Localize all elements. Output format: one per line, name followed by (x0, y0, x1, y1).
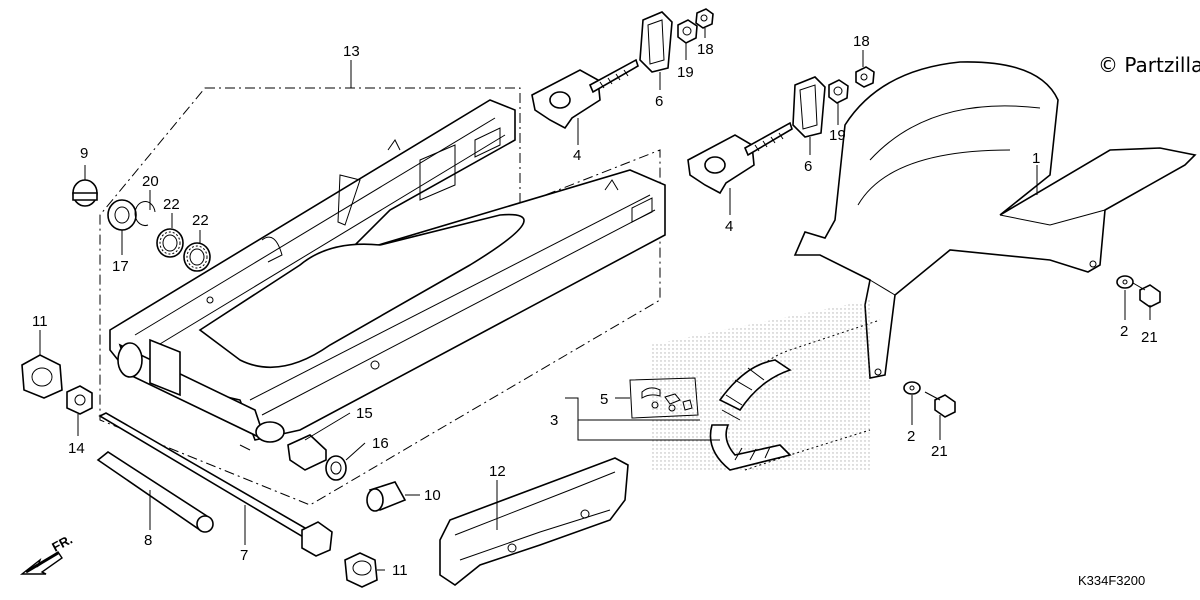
callout-14: 14 (68, 440, 85, 457)
callout-1: 1 (1032, 150, 1040, 167)
chain-slider[interactable] (439, 457, 629, 586)
bolt-upper[interactable] (1132, 282, 1161, 308)
snap-ring-20[interactable] (134, 201, 156, 226)
dust-seal-17[interactable] (107, 199, 137, 231)
callout-13: 13 (343, 43, 360, 60)
callout-11a: 11 (32, 313, 48, 330)
adjuster-plate-right[interactable] (792, 76, 826, 138)
callout-8: 8 (144, 532, 152, 549)
callout-2b: 2 (907, 428, 915, 445)
callout-2a: 2 (1120, 323, 1128, 340)
callout-22b: 22 (192, 212, 209, 229)
pivot-bushing-10[interactable] (366, 481, 407, 512)
callout-21a: 21 (1141, 329, 1158, 346)
callout-9: 9 (80, 145, 88, 162)
callout-6a: 6 (655, 93, 663, 110)
callout-21b: 21 (931, 443, 948, 460)
pivot-bolt-7[interactable] (98, 412, 333, 557)
callout-20: 20 (142, 173, 159, 190)
chain-adjuster-right[interactable] (687, 121, 793, 195)
pivot-cap-11-left[interactable] (21, 354, 63, 399)
lock-nut-left[interactable] (695, 8, 714, 29)
callout-4a: 4 (573, 147, 581, 164)
washer-upper[interactable] (1116, 275, 1134, 289)
callout-18a: 18 (697, 41, 714, 58)
lock-nut-right[interactable] (855, 66, 875, 88)
callout-19a: 19 (677, 64, 694, 81)
callout-12: 12 (489, 463, 506, 480)
callout-5: 5 (600, 391, 608, 408)
diagram-code: K334F3200 (1078, 573, 1145, 588)
adjuster-nut-right[interactable] (828, 79, 849, 104)
swingarm-assembly-boundary (99, 87, 661, 506)
swingarm[interactable] (109, 99, 666, 451)
pivot-sleeve-8[interactable] (96, 451, 214, 533)
callout-22a: 22 (163, 196, 180, 213)
pivot-cap-11-right[interactable] (344, 552, 378, 588)
callout-4b: 4 (725, 218, 733, 235)
rear-fender[interactable] (793, 61, 1197, 379)
chain-adjuster-left[interactable] (531, 58, 639, 130)
callout-numbers: 13 1 2 21 2 21 3 5 4 4 6 6 19 19 18 18 9… (32, 33, 1158, 579)
pivot-collar-14[interactable] (66, 385, 93, 415)
collar-15[interactable] (287, 434, 327, 471)
washer-lower[interactable] (903, 381, 921, 395)
bearing-22b[interactable] (183, 242, 211, 272)
leader-lines (39, 28, 1151, 571)
callout-19b: 19 (829, 127, 846, 144)
bolt-lower[interactable] (924, 391, 956, 418)
callout-17: 17 (112, 258, 129, 275)
callout-15: 15 (356, 405, 373, 422)
watermark: © Partzilla (1098, 53, 1200, 77)
master-link-kit[interactable] (641, 387, 693, 412)
dust-seal-16[interactable] (325, 455, 347, 481)
dust-seal-9[interactable] (72, 179, 98, 207)
callout-6b: 6 (804, 158, 812, 175)
callout-16: 16 (372, 435, 389, 452)
master-link-box (629, 377, 699, 419)
adjuster-nut-left[interactable] (677, 19, 698, 44)
bearing-22a[interactable] (156, 228, 184, 258)
callout-3: 3 (550, 412, 558, 429)
callout-7: 7 (240, 547, 248, 564)
adjuster-plate-left[interactable] (639, 11, 673, 73)
direction-label: FR. (49, 532, 75, 555)
front-direction-arrow: FR. (19, 532, 75, 575)
callout-18b: 18 (853, 33, 870, 50)
callout-11b: 11 (392, 562, 408, 579)
callout-10: 10 (424, 487, 441, 504)
drive-chain[interactable] (650, 300, 881, 471)
